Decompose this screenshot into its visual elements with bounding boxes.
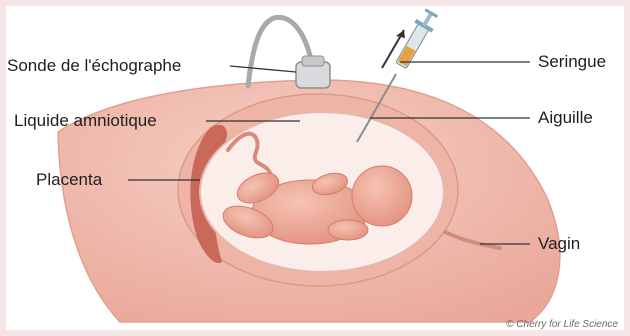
label-probe: Sonde de l'échographe — [7, 56, 181, 76]
label-amniotic-fluid: Liquide amniotique — [14, 111, 157, 131]
label-syringe: Seringue — [538, 52, 606, 72]
label-placenta: Placenta — [36, 170, 102, 190]
label-needle: Aiguille — [538, 108, 593, 128]
image-credit: © Cherry for Life Science — [506, 319, 618, 330]
label-vagina: Vagin — [538, 234, 580, 254]
